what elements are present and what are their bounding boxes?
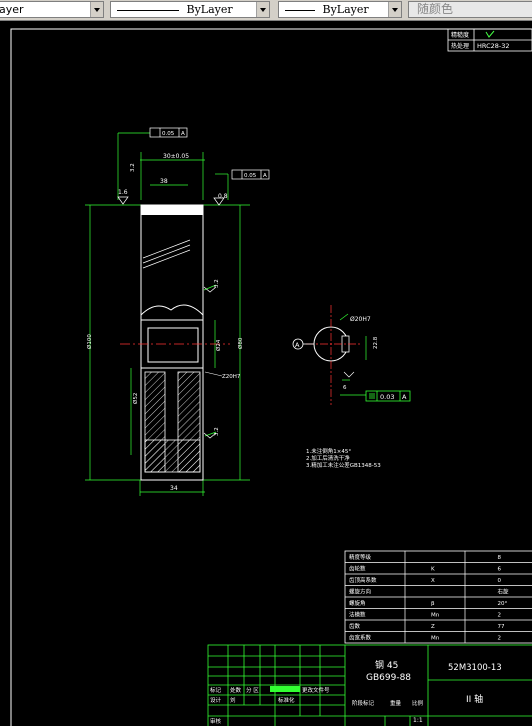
corner-label-roughness: 精糙度 xyxy=(451,31,469,39)
drawing-frame xyxy=(10,28,532,726)
section-key-depth: 22.8 xyxy=(373,336,379,349)
tb-label-design: 设计 xyxy=(210,696,222,704)
tb-label-change: 更改文件号 xyxy=(302,686,330,694)
part-view: 0.05 A 0.05 A 30±0.05 38 0. xyxy=(85,127,270,496)
gear-table-symbol: X xyxy=(431,578,435,584)
chamfer-dim: 0.8 xyxy=(218,193,228,200)
rough-16: 1.6 xyxy=(118,189,128,196)
section-hole-label: Ø20H7 xyxy=(350,316,371,323)
gear-table-name: 螺旋角 xyxy=(349,599,366,607)
properties-toolbar: ayer ByLayer ByLayer 随颜色 xyxy=(0,0,532,21)
tb-label-count: 处数 xyxy=(230,686,242,694)
lineweight-combo-value: ByLayer xyxy=(322,3,369,16)
chevron-down-icon[interactable] xyxy=(388,2,401,17)
gear-table-name: 螺旋方向 xyxy=(349,588,371,596)
gear-table-value: 右旋 xyxy=(498,588,510,596)
d-dim: Ø80 xyxy=(237,337,244,349)
color-combo-value: 随颜色 xyxy=(417,2,454,16)
rough-32-b: 3.2 xyxy=(214,427,220,436)
gear-table-value: 77 xyxy=(498,624,505,630)
chevron-down-icon[interactable] xyxy=(90,2,103,17)
gdt-side-datum: A xyxy=(263,173,267,179)
tb-label-weight: 重量 xyxy=(390,699,402,707)
gdt-top-value: 0.05 xyxy=(162,131,175,137)
tech-notes: 1.未注倒角1×45° 2.加工后清洗干净 3.精加工未注公差GB1348-53 xyxy=(306,447,381,469)
tb-label-std: 标准化 xyxy=(278,696,295,704)
chevron-down-icon[interactable] xyxy=(256,2,269,17)
tb-label-scale: 比例 xyxy=(412,699,424,707)
bore-dim: Ø24 xyxy=(215,339,222,351)
gear-table-name: 齿顶高系数 xyxy=(349,576,377,584)
tb-label-review: 审核 xyxy=(210,717,222,725)
title-block xyxy=(207,644,532,726)
gdt-frame-top xyxy=(149,127,188,138)
gear-table-symbol: Mn xyxy=(431,636,440,642)
lineweight-combo[interactable]: ByLayer xyxy=(278,1,402,18)
tb-label-stage: 阶段标记 xyxy=(352,699,375,707)
gear-table-symbol: Mn xyxy=(431,613,440,619)
inner-dim: Ø52 xyxy=(132,393,139,404)
rough-32-c: 3.2 xyxy=(130,163,136,172)
tb-label-process: 标记 xyxy=(210,686,222,694)
gear-table-symbol: Z xyxy=(431,624,435,630)
gear-table-name: 齿轮数 xyxy=(349,565,366,573)
gear-table-value: 0 xyxy=(498,578,502,584)
gear-table-name: 精度等级 xyxy=(349,553,372,561)
gear-table-value: 8 xyxy=(498,555,502,561)
hub-dim: 38 xyxy=(160,178,168,185)
gear-table-value: 6 xyxy=(498,567,502,573)
gear-table-name: 齿宽系数 xyxy=(349,634,372,642)
note-1: 1.未注倒角1×45° xyxy=(306,447,351,455)
section-key-width: 6 xyxy=(343,385,347,391)
gdt-top-datum: A xyxy=(181,131,185,137)
left-dim: Ø100 xyxy=(86,334,93,349)
section-tol-value: 0.03 xyxy=(380,393,394,401)
corner-value-heat: HRC28-32 xyxy=(477,42,510,50)
linetype-preview xyxy=(117,9,179,11)
gdt-frame-side xyxy=(231,169,270,180)
title-block-highlight xyxy=(270,686,300,692)
section-gdt-frame xyxy=(365,390,411,402)
center-hole-dim: Z20H7 xyxy=(222,374,241,380)
tb-drawing-no: 52M3100-13 xyxy=(448,663,502,673)
gear-table-symbol: β xyxy=(431,601,435,607)
rough-32-a: 3.2 xyxy=(214,279,220,288)
tb-label-zone: 分 区 xyxy=(246,686,259,694)
layer-combo[interactable]: ayer xyxy=(0,1,104,18)
gdt-side-value: 0.05 xyxy=(244,173,257,179)
datum-letter: A xyxy=(295,341,300,349)
gear-table-symbol: K xyxy=(431,567,435,573)
tb-part-name: II 轴 xyxy=(466,693,483,705)
color-combo[interactable]: 随颜色 xyxy=(408,1,532,18)
note-2: 2.加工后清洗干净 xyxy=(306,454,350,462)
section-tol-datum: A xyxy=(402,393,407,401)
tb-label-design2: 刘 xyxy=(230,696,236,704)
tb-material: 钢 45 xyxy=(375,659,398,671)
tb-scale-value: 1:1 xyxy=(413,717,423,724)
note-3: 3.精加工未注公差GB1348-53 xyxy=(306,461,381,469)
layer-combo-value: ayer xyxy=(0,3,24,16)
gear-table-value: 20° xyxy=(498,601,508,607)
lineweight-preview xyxy=(285,9,315,11)
drawing-canvas[interactable]: 精糙度 热处理 HRC28-32 xyxy=(0,20,532,726)
corner-table xyxy=(447,28,532,52)
gear-table-value: 2 xyxy=(498,636,502,642)
width-dim: 30±0.05 xyxy=(163,153,189,160)
roughness-icon xyxy=(485,30,495,38)
gear-table-name: 法模数 xyxy=(349,611,366,619)
corner-label-heat: 热处理 xyxy=(451,42,469,50)
gear-table-value: 2 xyxy=(498,613,502,619)
section-view: A Ø20H7 22.8 6 0.03 A xyxy=(292,305,411,405)
tb-standard: GB699-88 xyxy=(366,673,411,683)
gear-table-name: 齿数 xyxy=(349,622,361,630)
linetype-combo[interactable]: ByLayer xyxy=(110,1,270,18)
bottom-dim: 34 xyxy=(170,485,178,492)
linetype-combo-value: ByLayer xyxy=(186,3,233,16)
